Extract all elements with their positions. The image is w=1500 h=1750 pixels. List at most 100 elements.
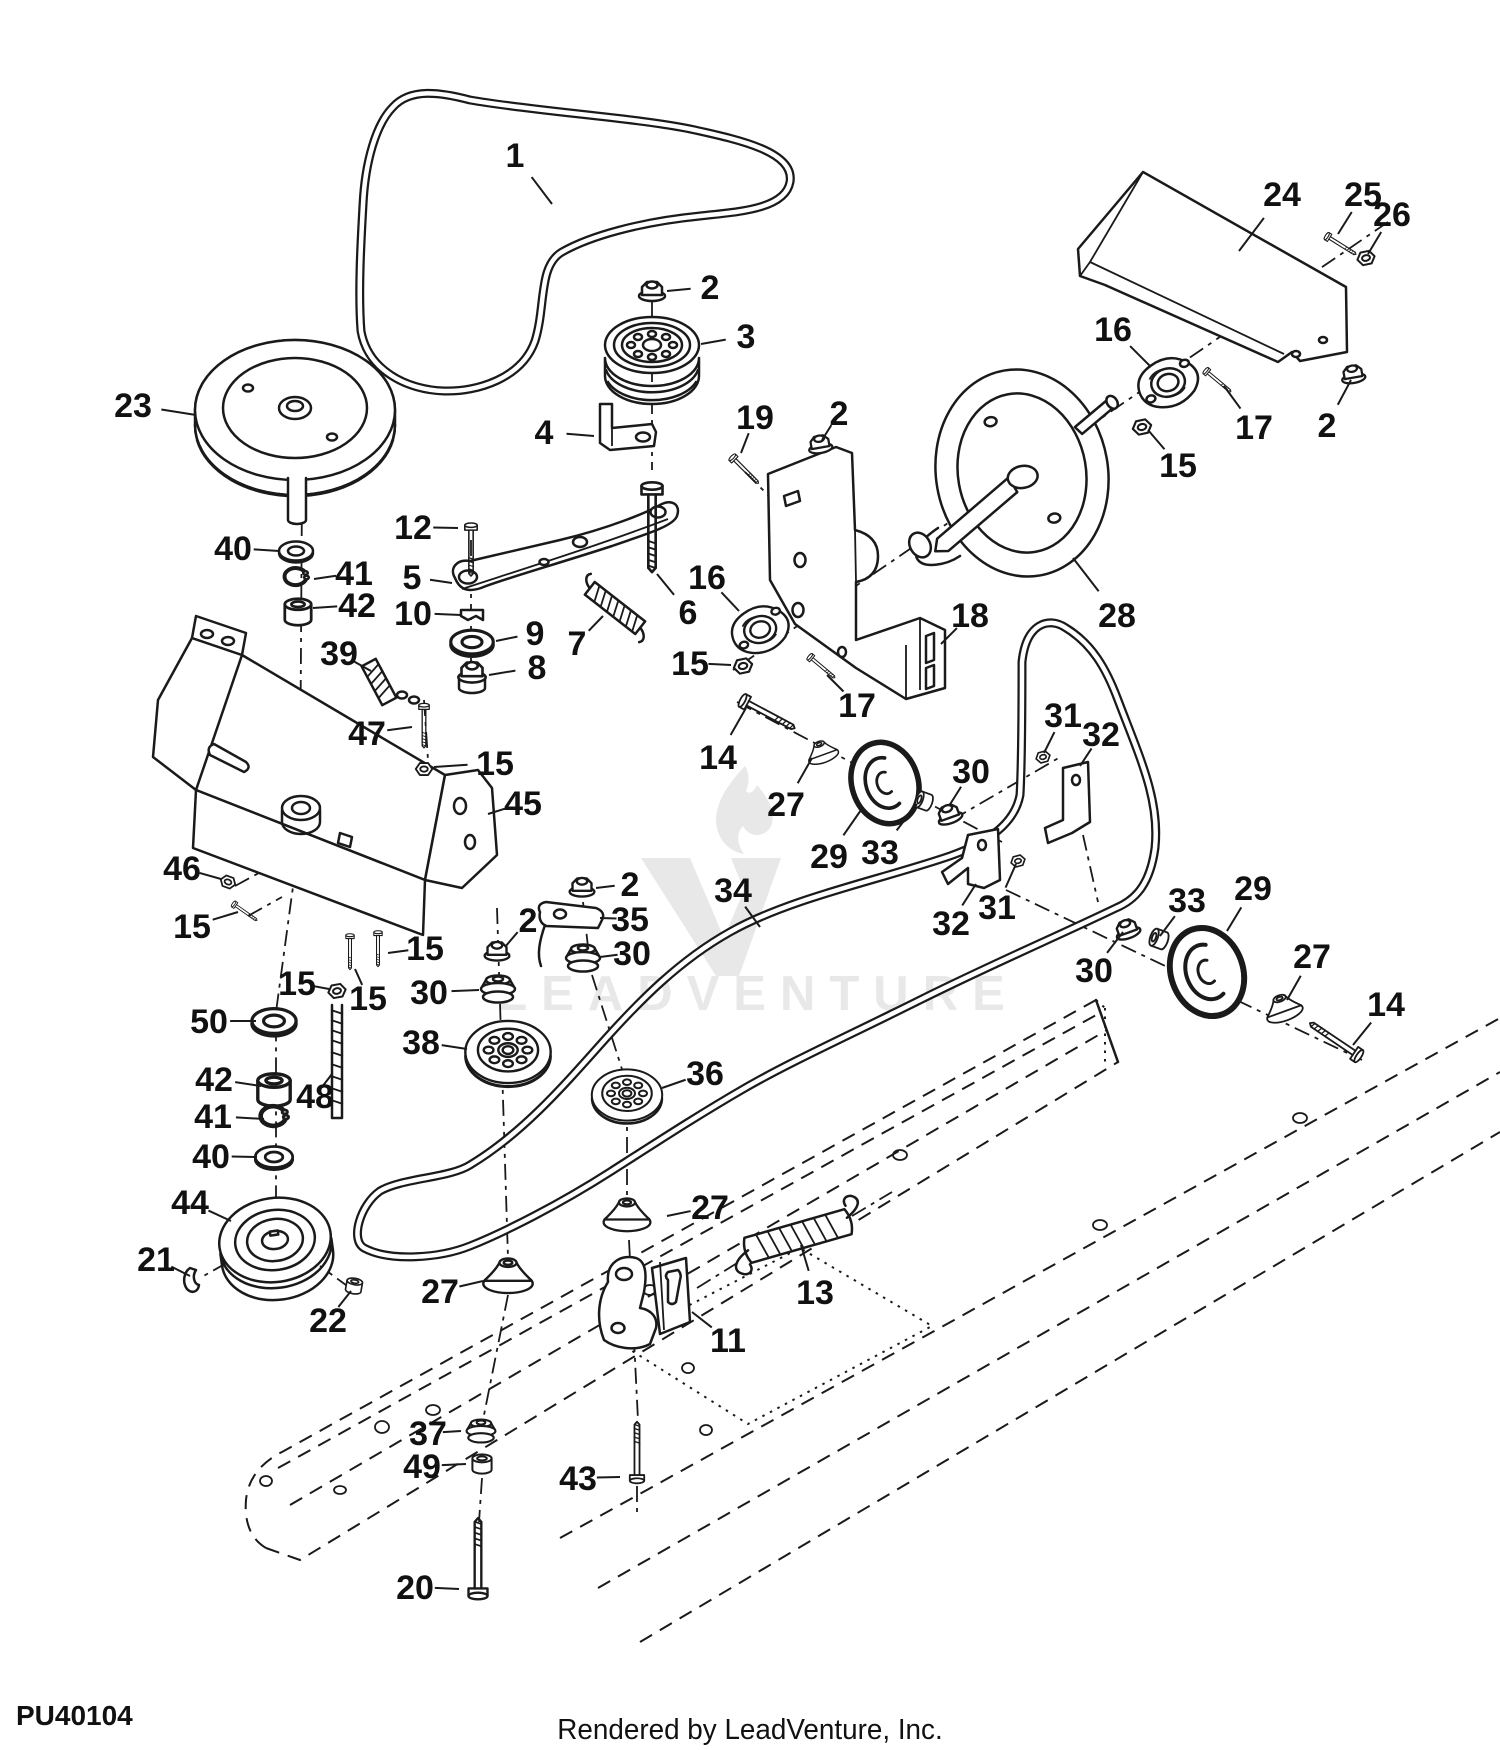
callout-7-15: 7 (568, 625, 587, 663)
callout-leader-3 (700, 338, 726, 345)
pushnut-31a-drawing (1033, 749, 1053, 765)
spring-13-drawing (734, 1194, 859, 1276)
callout-leader-16 (720, 591, 740, 612)
callout-leader-42 (235, 1081, 262, 1087)
callout-24-22: 24 (1263, 176, 1301, 214)
callout-9-10: 9 (526, 615, 545, 653)
part-code-label: PU40104 (16, 1700, 133, 1731)
snapring-41b-drawing (261, 1106, 289, 1126)
callout-leader-2 (666, 287, 691, 292)
rod-48-drawing (330, 1003, 344, 1120)
callout-5-8: 5 (403, 559, 422, 597)
callout-2-14: 2 (830, 395, 849, 433)
callout-14-41: 14 (1367, 986, 1405, 1024)
callout-leader-46 (199, 871, 222, 880)
callout-35-45: 35 (611, 901, 649, 939)
callout-30-33: 30 (952, 753, 990, 791)
callout-31-34: 31 (1044, 697, 1082, 735)
callout-leader-15 (311, 984, 330, 990)
bracket-11-drawing (597, 1255, 692, 1350)
callout-leader-2 (595, 884, 615, 889)
callout-leader-26 (1367, 231, 1383, 255)
callout-34-43: 34 (714, 872, 752, 910)
callout-15-58: 15 (278, 965, 316, 1003)
callout-leader-31 (1043, 731, 1056, 754)
callout-leader-15 (708, 662, 732, 666)
spring-7-drawing (583, 572, 647, 644)
callout-29-31: 29 (810, 838, 848, 876)
callout-leader-5 (429, 578, 453, 584)
callout-leader-6 (656, 573, 675, 596)
callout-leader-49 (441, 1463, 467, 1467)
callout-37-72: 37 (409, 1415, 447, 1453)
callout-leader-25 (1337, 211, 1353, 235)
callout-27-30: 27 (767, 786, 805, 824)
callout-leader-14 (729, 707, 747, 736)
callout-leader-29 (1226, 906, 1243, 932)
callout-2-1: 2 (701, 269, 720, 307)
washer-50-drawing (250, 1007, 298, 1038)
callout-leader-30 (948, 786, 962, 807)
callout-leader-40 (231, 1155, 258, 1158)
callout-leader-39 (352, 660, 372, 672)
callout-2-48: 2 (519, 902, 538, 940)
callout-leader-34 (744, 906, 761, 928)
callout-4-12: 4 (535, 414, 554, 452)
callout-13-70: 13 (796, 1274, 834, 1312)
callout-39-57: 39 (320, 635, 358, 673)
cone-27c-drawing (482, 1257, 534, 1295)
callout-leader-29 (842, 809, 862, 836)
callout-leader-2 (1336, 379, 1352, 406)
pulley-36-drawing (590, 1068, 664, 1125)
callout-leader-40 (253, 548, 280, 552)
callout-leader-15 (387, 949, 409, 954)
callout-27-69: 27 (691, 1189, 729, 1227)
callout-leader-42 (312, 605, 338, 609)
callout-8-11: 8 (528, 649, 547, 687)
bolt-14a-drawing (736, 692, 799, 736)
callout-leader-41 (313, 574, 337, 580)
nut-46-drawing (217, 873, 239, 891)
callout-11-71: 11 (710, 1322, 746, 1360)
callout-leader-18 (940, 627, 958, 645)
callout-48-64: 48 (296, 1078, 334, 1116)
callout-26-24: 26 (1373, 196, 1411, 234)
callout-47-55: 47 (348, 715, 386, 753)
bracket-32b-drawing (940, 827, 1002, 890)
callout-18-20: 18 (951, 597, 989, 635)
callout-27-68: 27 (421, 1273, 459, 1311)
lever-35-drawing (537, 900, 605, 968)
callout-leader-32 (1079, 747, 1093, 767)
callout-40-4: 40 (214, 530, 252, 568)
pulley-28-drawing (907, 368, 1120, 578)
callout-16-17: 16 (688, 559, 726, 597)
frame-45-drawing (151, 614, 499, 937)
callout-36-51: 36 (686, 1055, 724, 1093)
callout-30-42: 30 (1075, 952, 1113, 990)
callout-leader-44 (208, 1209, 232, 1222)
parts-layer (151, 170, 1377, 1601)
idler-arm-5-drawing (451, 500, 680, 592)
spring-39-drawing (360, 657, 398, 707)
callout-leader-7 (587, 615, 604, 632)
bolt-15c-drawing (345, 933, 355, 971)
spacer-33b-drawing (1146, 926, 1172, 952)
callout-leader-24 (1238, 217, 1265, 252)
screw-17a-drawing (805, 652, 838, 682)
nut-30b-drawing (1111, 915, 1144, 944)
pulley-29a-drawing (841, 733, 930, 832)
callout-leader-12 (433, 526, 459, 529)
bracket-4-drawing (598, 402, 658, 452)
callout-leader-2 (821, 424, 833, 441)
callout-15-59: 15 (349, 980, 387, 1018)
pulley-44-drawing (217, 1196, 335, 1302)
callout-leader-36 (661, 1078, 686, 1089)
callout-50-60: 50 (190, 1003, 228, 1041)
callout-leader-45 (487, 806, 508, 815)
callout-19-13: 19 (736, 399, 774, 437)
washer-9-drawing (449, 628, 495, 658)
watermark-flame-icon (716, 766, 773, 854)
spindle-3-drawing (603, 315, 701, 406)
